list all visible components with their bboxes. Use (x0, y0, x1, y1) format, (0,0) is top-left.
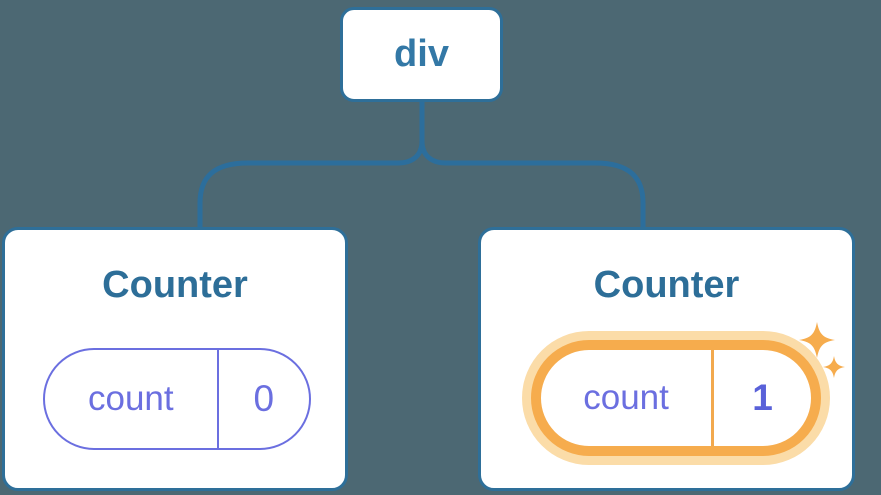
connector-branch-left (197, 140, 425, 228)
connector-branch-right (419, 140, 646, 228)
counter-card-left: Counter count 0 (2, 227, 348, 491)
state-value: 1 (752, 377, 773, 418)
tree-node-div: div (340, 7, 503, 102)
root-node-label: div (394, 33, 449, 75)
state-key-label: count (541, 350, 715, 446)
component-title: Counter (102, 264, 248, 306)
counter-card-right: Counter count 1 (478, 227, 855, 491)
state-pill: count 0 (43, 348, 311, 450)
state-value: 0 (253, 378, 275, 419)
state-pill-highlighted: count 1 (531, 340, 821, 456)
state-key-label: count (45, 350, 219, 448)
component-title: Counter (593, 264, 740, 306)
